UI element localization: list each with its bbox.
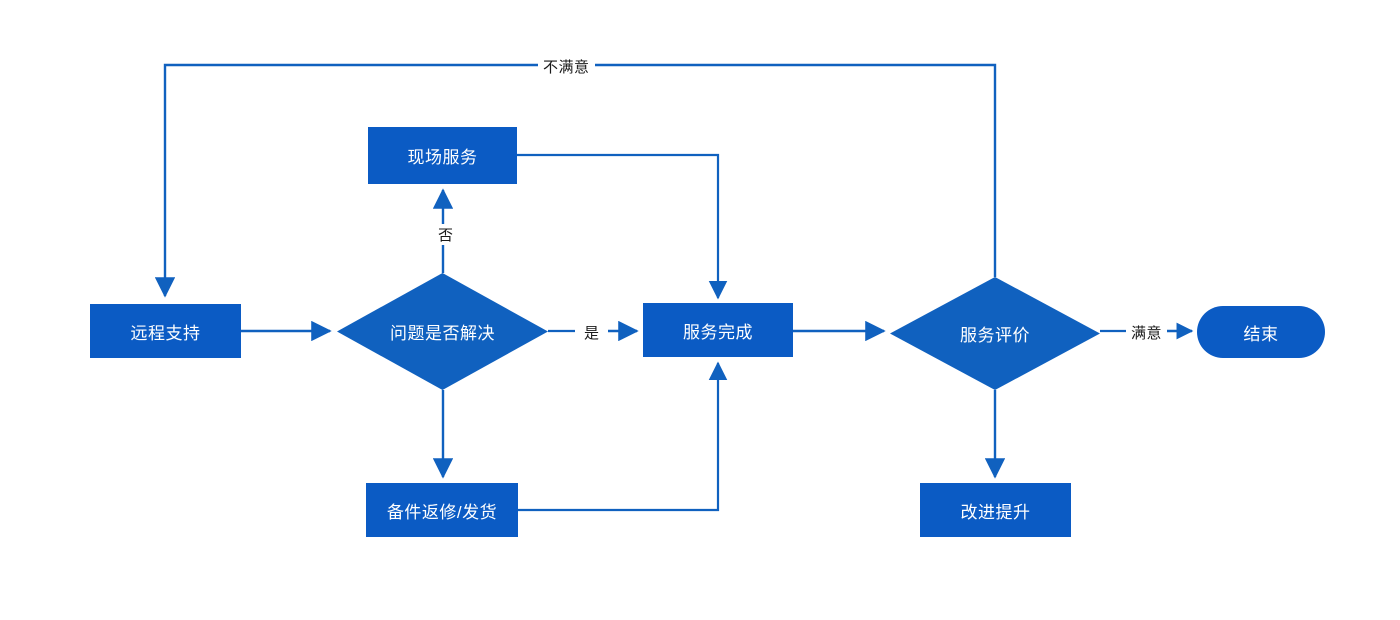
node-service-done[interactable]: 服务完成 — [643, 303, 793, 357]
edge-parts-repair-to-service-done — [518, 361, 728, 512]
node-remote-support-label: 远程支持 — [130, 323, 201, 343]
node-end[interactable]: 结束 — [1197, 306, 1325, 358]
node-service-review[interactable]: 服务评价 — [890, 277, 1100, 390]
edge-label-no: 否 — [433, 224, 459, 245]
edge-label-dissatisfied-text: 不满意 — [543, 59, 590, 76]
node-problem-solved[interactable]: 问题是否解决 — [337, 273, 548, 390]
node-service-done-label: 服务完成 — [683, 322, 753, 342]
node-remote-support[interactable]: 远程支持 — [90, 304, 241, 358]
node-improvement[interactable]: 改进提升 — [920, 483, 1071, 537]
edge-onsite-service-to-service-done — [517, 153, 728, 300]
edge-label-satisfied-text: 满意 — [1131, 325, 1163, 342]
edge-review-to-remote-support — [154, 63, 997, 298]
edge-label-no-text: 否 — [438, 227, 454, 244]
node-improvement-label: 改进提升 — [960, 502, 1031, 522]
node-onsite-service-label: 现场服务 — [407, 148, 478, 167]
edge-label-yes: 是 — [579, 322, 605, 343]
node-parts-repair-label: 备件返修/发货 — [386, 502, 498, 522]
edge-label-satisfied: 满意 — [1126, 322, 1168, 343]
node-end-label: 结束 — [1243, 324, 1279, 344]
node-service-review-label: 服务评价 — [960, 326, 1030, 345]
edge-label-dissatisfied: 不满意 — [538, 56, 595, 77]
node-parts-repair[interactable]: 备件返修/发货 — [366, 483, 518, 537]
node-onsite-service[interactable]: 现场服务 — [368, 127, 517, 184]
edge-label-yes-text: 是 — [584, 325, 600, 342]
node-problem-solved-label: 问题是否解决 — [390, 324, 495, 343]
